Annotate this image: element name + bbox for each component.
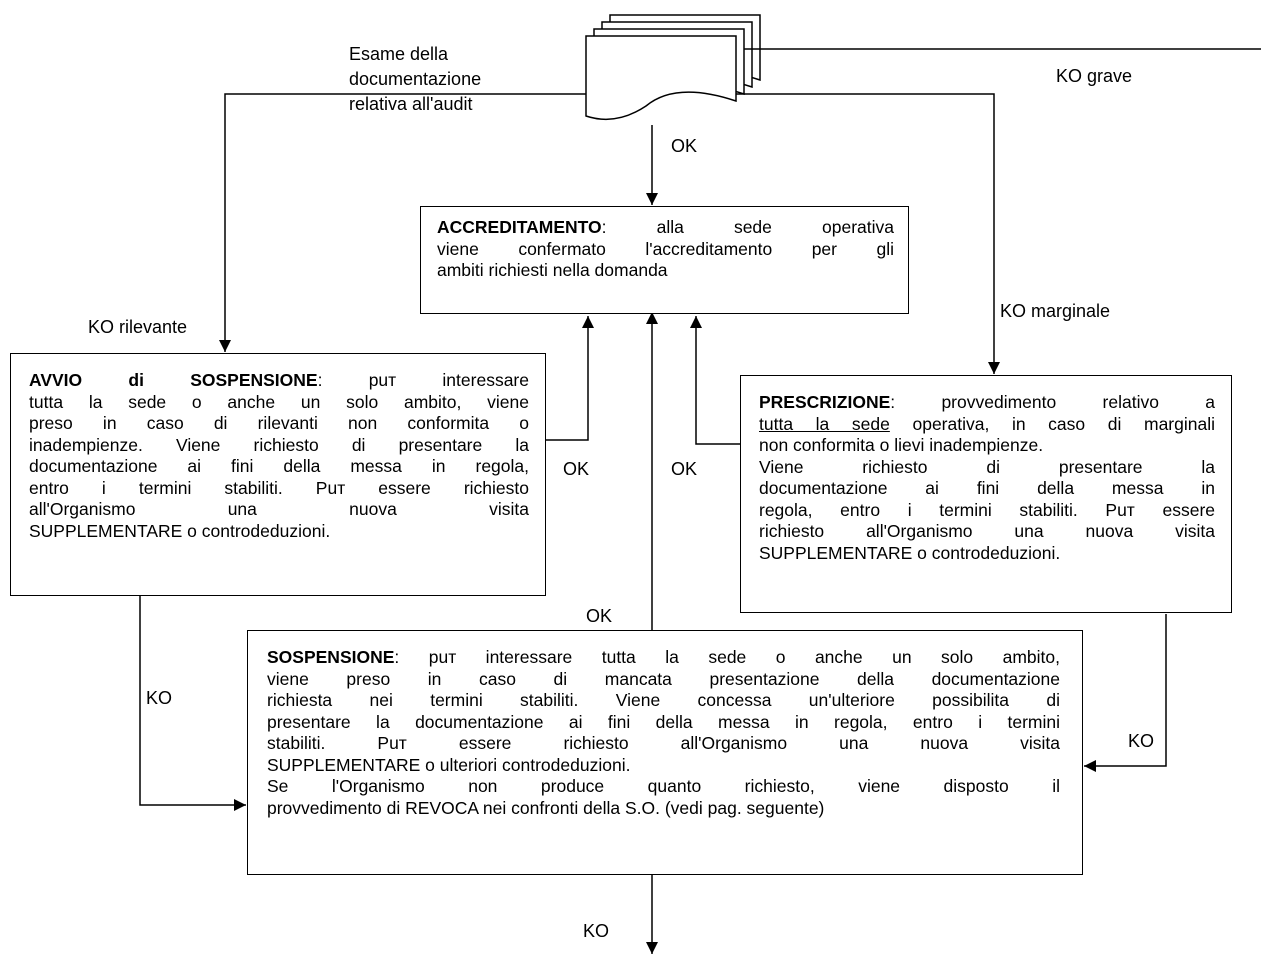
edge-label-ko-bottom: KO (583, 921, 610, 941)
accreditamento-box: ACCREDITAMENTO: alla sede operativa vien… (420, 206, 909, 314)
sospensione-line-8: provvedimento di REVOCA nei confronti de… (267, 797, 825, 818)
edge-label-ok-mid: OK (671, 459, 698, 479)
avvio-line-8: SUPPLEMENTARE o controdeduzioni. (29, 520, 331, 541)
ko-rilevante-arrow (219, 93, 586, 352)
prescrizione-line-7: richiesto all'Organismo una nuova visita (759, 521, 1215, 541)
accreditamento-line-1: : alla sede operativa (601, 217, 894, 237)
avvio-title: AVVIO di SOSPENSIONE (29, 370, 318, 390)
avvio-ok-arrow (546, 316, 594, 441)
accreditamento-title: ACCREDITAMENTO (437, 217, 602, 237)
prescrizione-line-6: regola, entro i termini stabiliti. Puт e… (759, 499, 1215, 520)
sospensione-line-7: Se l'Organismo non produce quanto richie… (267, 776, 1060, 796)
avvio-line-5: documentazione ai fini della messa in re… (29, 456, 529, 476)
source-label: Esame della documentazione relativa all'… (349, 42, 481, 117)
edge-label-ok-top: OK (671, 136, 698, 156)
edge-label-ok-left: OK (563, 459, 590, 479)
avvio-line-6: entro i termini stabiliti. Puт essere ri… (29, 477, 529, 498)
sospensione-line-2: viene preso in caso di mancata presentaz… (267, 668, 1060, 689)
prescrizione-ok-arrow (690, 316, 740, 445)
accreditamento-line-2: viene confermato l'accreditamento per gl… (437, 238, 894, 259)
edge-label-ok-bottom: OK (586, 606, 613, 626)
sospensione-line-1: : puт interessare tutta la sede o anche … (394, 647, 1060, 667)
avvio-line-1: : puт interessare (317, 370, 529, 390)
source-label-line-3: relativa all'audit (349, 94, 473, 114)
source-label-line-2: documentazione (349, 69, 482, 89)
prescrizione-box: PRESCRIZIONE: provvedimento relativo a t… (740, 375, 1232, 613)
accreditamento-line-3: ambiti richiesti nella domanda (437, 260, 668, 280)
edge-label-ko-marginale: KO marginale (1000, 301, 1111, 321)
prescrizione-line-3: non conformita o lievi inadempienze. (759, 435, 1044, 455)
source-label-line-1: Esame della (349, 44, 449, 64)
edge-label-ko-grave: KO grave (1056, 66, 1133, 86)
document-stack-icon (585, 14, 761, 121)
avvio-ko-arrow (139, 596, 246, 811)
prescrizione-line-5: documentazione ai fini della messa in (759, 478, 1215, 498)
sospensione-box: SOSPENSIONE: puт interessare tutta la se… (247, 630, 1083, 875)
prescrizione-ko-arrow (1084, 614, 1167, 772)
sospensione-line-3: richiesta nei termini stabiliti. Viene c… (267, 690, 1060, 710)
sospensione-line-5: stabiliti. Puт essere richiesto all'Orga… (267, 733, 1060, 753)
avvio-line-7: all'Organismo una nuova visita (29, 499, 529, 519)
ko-marginale-arrow (736, 93, 1000, 374)
sospensione-line-6: SUPPLEMENTARE o ulteriori controdeduzion… (267, 754, 631, 775)
avvio-line-2: tutta la sede o anche un solo ambito, vi… (29, 391, 529, 412)
prescrizione-title: PRESCRIZIONE (759, 392, 891, 412)
avvio-line-4: inadempienze. Viene richiesto di present… (29, 434, 529, 455)
sospensione-line-4: presentare la documentazione ai fini del… (267, 711, 1060, 732)
edge-label-ko-left: KO (146, 688, 173, 708)
avvio-line-3: preso in caso di rilevanti non conformit… (29, 413, 529, 433)
prescrizione-line-2: operativa, in caso di marginali (889, 413, 1215, 434)
prescrizione-line-1: : provvedimento relativo a (890, 392, 1215, 412)
edge-label-ko-right: KO (1128, 731, 1155, 751)
prescrizione-line-4: Viene richiesto di presentare la (759, 456, 1215, 477)
edge-label-ko-rilevante: KO rilevante (88, 317, 188, 337)
prescrizione-line-8: SUPPLEMENTARE o controdeduzioni. (759, 542, 1061, 563)
avvio-sospensione-box: AVVIO di SOSPENSIONE: puт interessare tu… (10, 353, 546, 596)
sospensione-title: SOSPENSIONE (267, 647, 395, 667)
prescrizione-underlined: tutta la sede (759, 413, 890, 434)
